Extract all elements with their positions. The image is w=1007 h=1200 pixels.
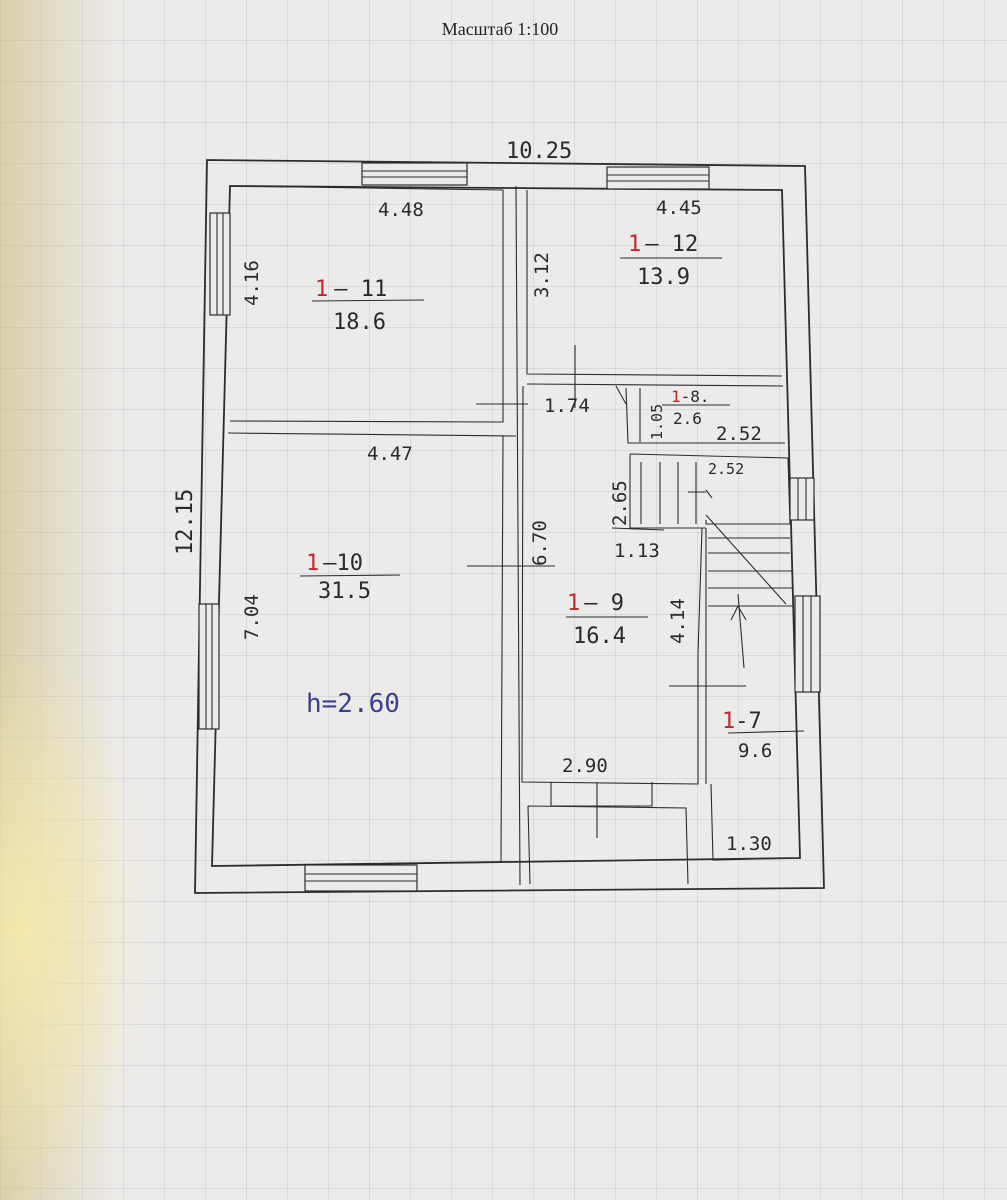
room-1-10-width: 4.47 bbox=[367, 443, 413, 465]
window-bottom bbox=[304, 864, 418, 892]
room-1-12-id: 1– 12 bbox=[628, 232, 698, 257]
window-top-left bbox=[361, 162, 468, 186]
room-1-12-depth: 3.12 bbox=[531, 252, 553, 298]
room-1-11-area: 18.6 bbox=[333, 310, 386, 335]
room-1-7: 1-7 9.6 1.30 bbox=[722, 709, 805, 855]
stair-width-label: 2.52 bbox=[708, 460, 744, 478]
exterior-walls bbox=[194, 159, 825, 894]
window-top-right bbox=[606, 166, 710, 190]
room-1-8-width: 2.52 bbox=[716, 423, 762, 445]
room-1-9-area: 16.4 bbox=[573, 624, 626, 649]
room-1-9-inner-depth: 4.14 bbox=[667, 598, 689, 644]
stair-depth-label: 2.65 bbox=[609, 480, 631, 526]
ceiling-height-note: h=2.60 bbox=[306, 689, 400, 719]
room-1-8-id: 1-8. bbox=[671, 387, 710, 406]
window-right-upper bbox=[789, 477, 815, 521]
room-1-11-id: 1– 11 bbox=[315, 277, 387, 302]
outer-height-label: 12.15 bbox=[173, 489, 198, 555]
room-1-7-id: 1-7 bbox=[722, 709, 762, 734]
room-1-12-width: 4.45 bbox=[656, 197, 702, 219]
scale-title: Масштаб 1:100 bbox=[441, 19, 559, 39]
corridor-width-label: 1.74 bbox=[544, 395, 590, 417]
room-1-8: 1.05 1-8. 2.6 2.52 bbox=[648, 387, 762, 445]
window-left-lower bbox=[198, 603, 220, 730]
room-1-9-depth: 6.70 bbox=[529, 520, 551, 566]
room-1-9: 1.74 6.70 1.13 4.14 1– 9 16.4 2.90 bbox=[529, 395, 689, 777]
room-1-10-area: 31.5 bbox=[318, 579, 371, 604]
room-1-10-depth: 7.04 bbox=[241, 594, 263, 640]
room-1-11-width: 4.48 bbox=[378, 199, 424, 221]
window-left-upper bbox=[209, 212, 231, 316]
interior-walls bbox=[227, 185, 799, 886]
room-1-7-area: 9.6 bbox=[738, 740, 772, 762]
room-1-7-width: 1.30 bbox=[726, 833, 772, 855]
room-1-8-depth: 1.05 bbox=[648, 404, 666, 440]
room-1-11-depth: 4.16 bbox=[241, 260, 263, 306]
room-1-10: 4.47 7.04 1–10 31.5 h=2.60 bbox=[241, 443, 413, 719]
room-1-12-area: 13.9 bbox=[637, 265, 690, 290]
staircase: 2.52 2.65 bbox=[609, 460, 744, 526]
room-1-9-id: 1– 9 bbox=[567, 591, 624, 616]
window-right-lower bbox=[794, 595, 821, 693]
room-1-8-area: 2.6 bbox=[673, 409, 702, 428]
outer-width-label: 10.25 bbox=[506, 139, 572, 164]
room-1-10-id: 1–10 bbox=[306, 551, 363, 576]
windows bbox=[198, 162, 821, 892]
room-1-12: 4.45 3.12 1– 12 13.9 bbox=[531, 197, 722, 298]
room-1-9-width: 2.90 bbox=[562, 755, 608, 777]
landing-width-label: 1.13 bbox=[614, 540, 660, 562]
room-1-11: 4.48 4.16 1– 11 18.6 bbox=[241, 199, 425, 335]
